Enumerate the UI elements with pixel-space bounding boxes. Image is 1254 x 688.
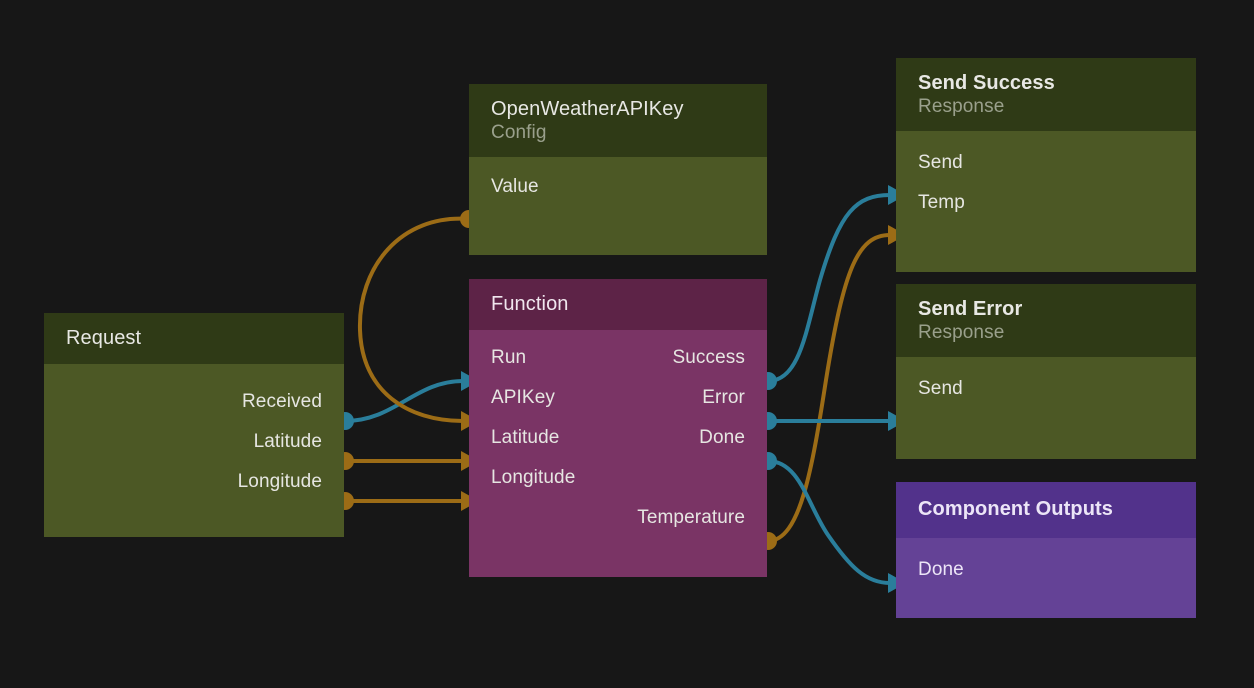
port-label-received: Received: [241, 390, 322, 412]
node-request-title: Request: [66, 327, 142, 349]
port-request-latitude[interactable]: Latitude: [44, 422, 344, 462]
wire-temperature-to-temp: [767, 233, 891, 543]
port-function-run[interactable]: Run Success: [469, 338, 767, 378]
node-send-success-header: Send Success Response: [896, 58, 1196, 131]
port-sendsuccess-temp[interactable]: Temp: [896, 183, 1196, 223]
node-openweatherapikey-title: OpenWeatherAPIKey: [491, 98, 684, 120]
port-label-co-done: Done: [918, 558, 964, 580]
node-component-outputs-header: Component Outputs: [896, 482, 1196, 538]
node-request[interactable]: Request Received Latitude Longitude: [44, 313, 344, 537]
node-send-error[interactable]: Send Error Response Send: [896, 284, 1196, 459]
node-request-header: Request: [44, 313, 344, 364]
port-senderror-send[interactable]: Send: [896, 369, 1196, 409]
node-component-outputs[interactable]: Component Outputs Done: [896, 482, 1196, 618]
wire-success-to-send: [767, 193, 891, 383]
wire-received-to-run: [344, 379, 464, 423]
node-openweatherapikey-body: Value: [469, 157, 767, 255]
port-apikey-value[interactable]: Value: [469, 167, 767, 207]
node-send-success-body: Send Temp: [896, 131, 1196, 272]
port-label-ss-send: Send: [918, 152, 963, 173]
port-label-longitude: Longitude: [237, 470, 322, 492]
node-function-title: Function: [491, 293, 569, 315]
node-function[interactable]: Function Run Success APIKey Error Latitu…: [469, 279, 767, 577]
port-label-fn-latitude: Latitude: [491, 426, 560, 448]
node-component-outputs-title: Component Outputs: [918, 498, 1114, 520]
wire-done-to-done: [767, 459, 891, 585]
node-function-header: Function: [469, 279, 767, 330]
port-label-se-send: Send: [918, 378, 963, 399]
port-function-latitude[interactable]: Latitude Done: [469, 418, 767, 458]
node-send-success-subtitle: Response: [918, 95, 1005, 117]
node-component-outputs-body: Done: [896, 537, 1196, 618]
port-compout-done[interactable]: Done: [896, 550, 1196, 590]
port-label-error: Error: [702, 386, 745, 408]
node-openweatherapikey[interactable]: OpenWeatherAPIKey Config Value: [469, 84, 767, 255]
node-send-error-title: Send Error: [918, 298, 1023, 320]
node-request-body: Received Latitude Longitude: [44, 363, 344, 537]
wire-value-to-apikey: [357, 216, 470, 423]
port-label-done: Done: [699, 426, 745, 448]
port-function-temperature[interactable]: Temperature: [469, 498, 767, 538]
port-label-fn-longitude: Longitude: [491, 466, 576, 488]
node-send-error-body: Send: [896, 357, 1196, 459]
port-function-longitude[interactable]: Longitude: [469, 458, 767, 498]
port-label-success: Success: [672, 346, 745, 368]
node-send-success-title: Send Success: [918, 72, 1055, 94]
node-function-body: Run Success APIKey Error Latitude Done L…: [469, 329, 767, 577]
node-openweatherapikey-header: OpenWeatherAPIKey Config: [469, 84, 767, 157]
port-label-run: Run: [491, 346, 527, 368]
node-openweatherapikey-subtitle: Config: [491, 121, 547, 143]
port-request-longitude[interactable]: Longitude: [44, 462, 344, 502]
node-send-success[interactable]: Send Success Response Send Temp: [896, 58, 1196, 272]
port-request-received[interactable]: Received: [44, 382, 344, 422]
port-label-apikey: APIKey: [491, 386, 555, 408]
node-send-error-subtitle: Response: [918, 321, 1005, 343]
port-function-apikey[interactable]: APIKey Error: [469, 378, 767, 418]
port-label-temperature: Temperature: [637, 506, 745, 528]
port-label-latitude: Latitude: [253, 430, 322, 452]
port-label-value: Value: [491, 176, 539, 197]
node-send-error-header: Send Error Response: [896, 284, 1196, 357]
port-label-ss-temp: Temp: [918, 192, 965, 213]
port-sendsuccess-send[interactable]: Send: [896, 143, 1196, 183]
